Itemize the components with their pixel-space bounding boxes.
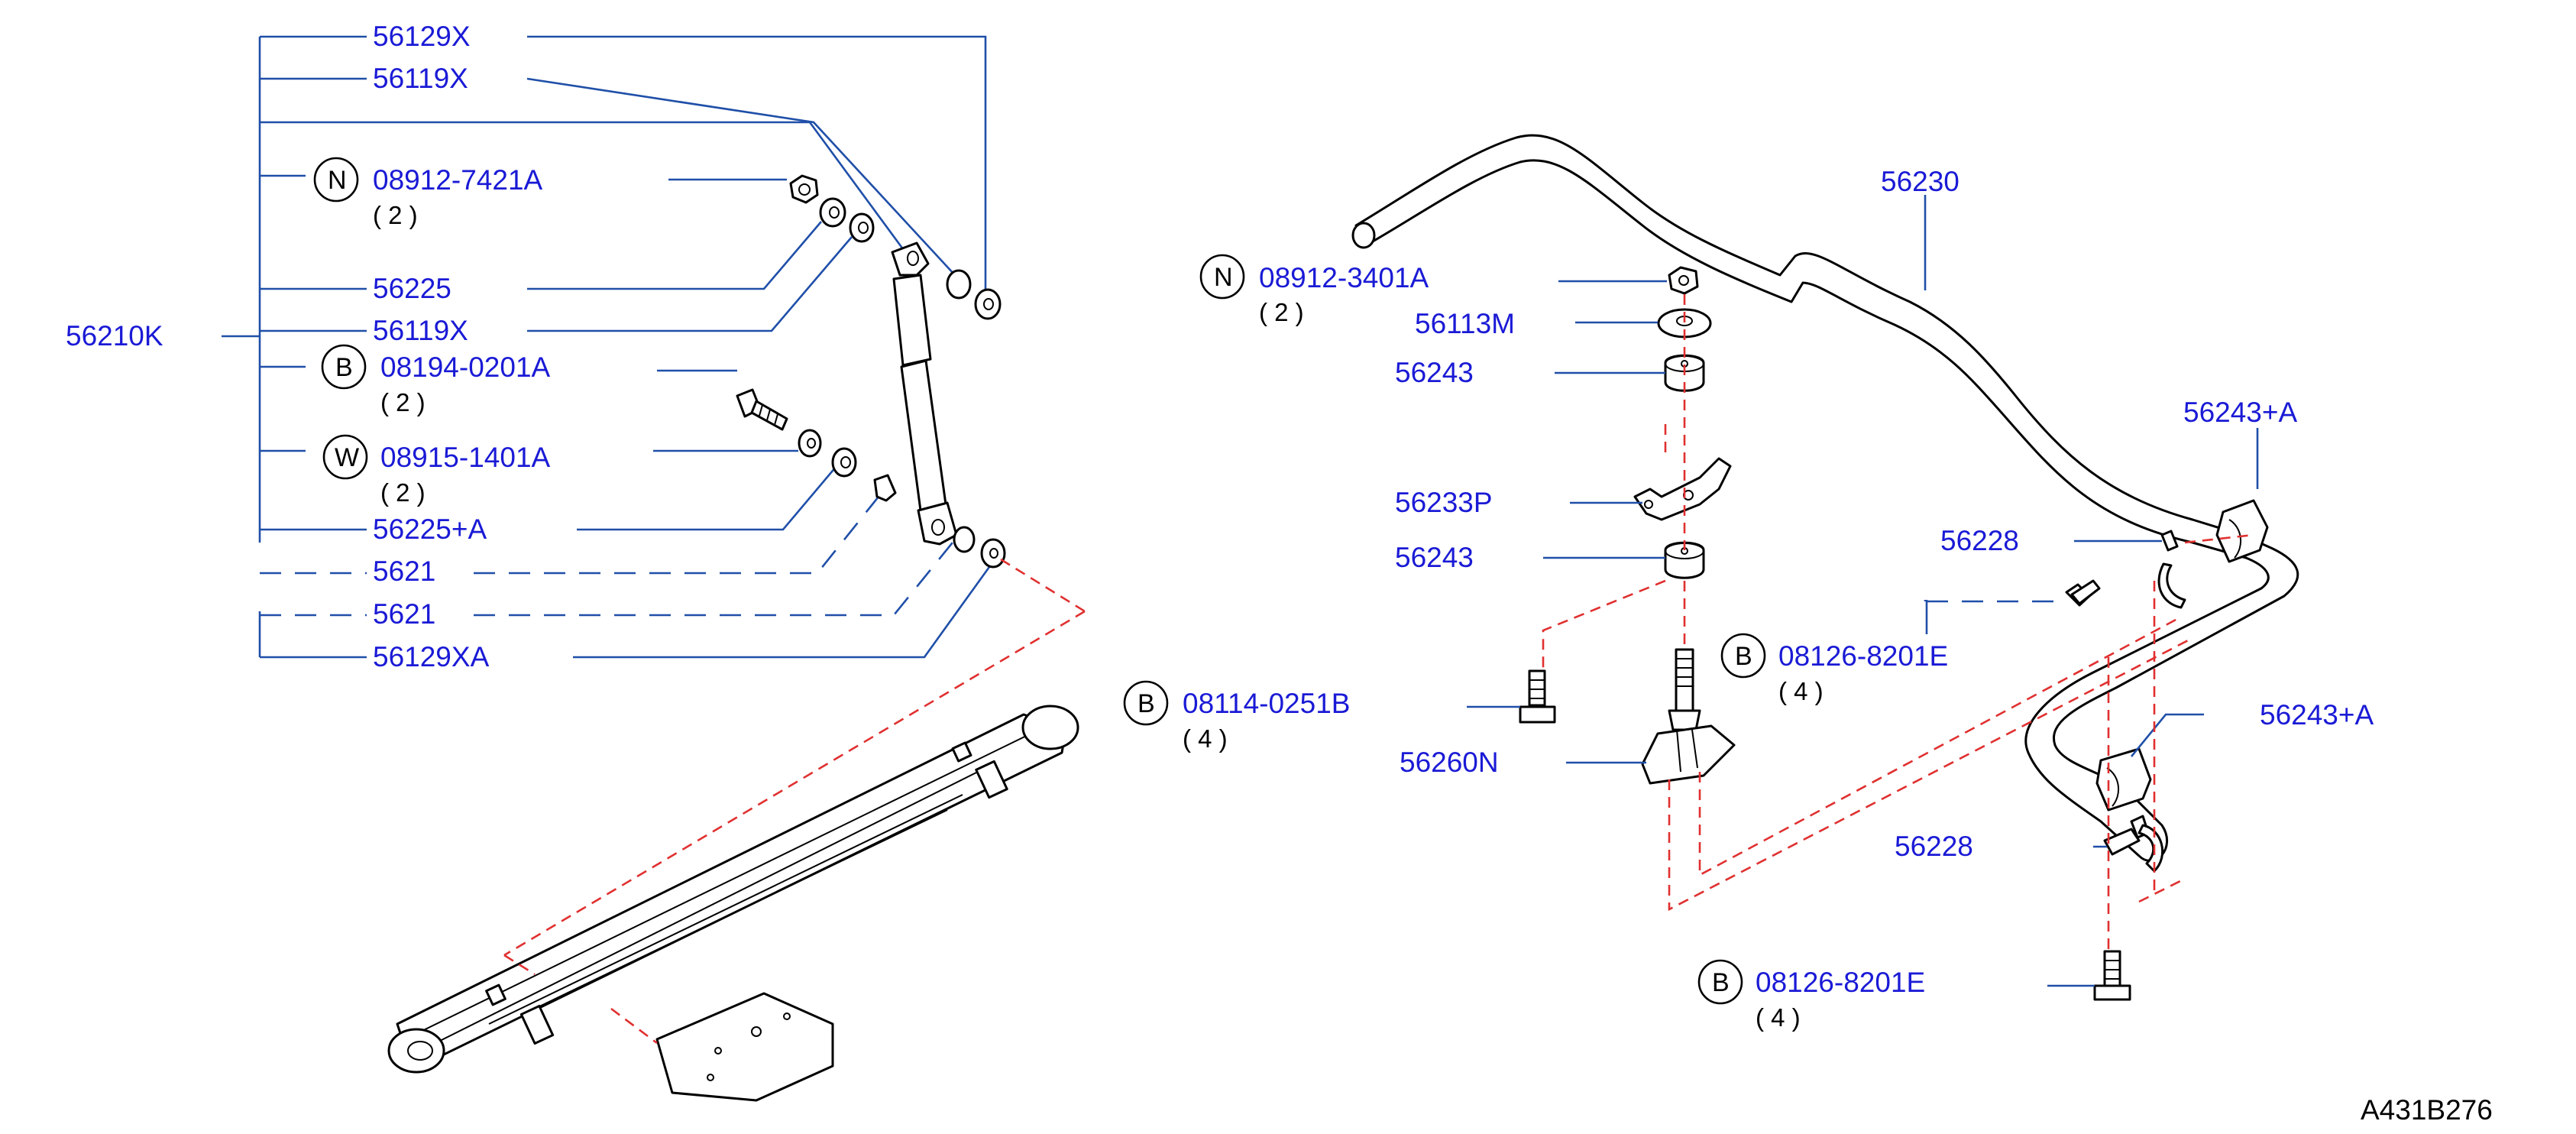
- part-label-b1-code: 08194-0201A: [380, 352, 551, 383]
- part-qty-b4: ( 4 ): [1756, 1003, 1801, 1032]
- part-qty-n2: ( 2 ): [1259, 298, 1304, 326]
- part-label-56230: 56230: [1881, 166, 1960, 197]
- bar-bushings: [2095, 499, 2269, 812]
- washer-symbol-letter: W: [335, 443, 359, 472]
- part-label-5621-a: 5621: [373, 556, 435, 587]
- part-label-56243: 56243: [1395, 357, 1474, 388]
- part-label-56228-bot: 56228: [1895, 831, 1973, 862]
- nut-symbol-circle-right: [1199, 254, 1245, 300]
- part-label-n1-code: 08912-7421A: [373, 164, 543, 196]
- part-label-56113m: 56113M: [1415, 308, 1515, 339]
- leaf-spring: [387, 705, 1079, 1102]
- part-label-56129xa: 56129XA: [373, 641, 490, 672]
- part-qty-n1: ( 2 ): [373, 201, 418, 229]
- part-label-56243a-top: 56243+A: [2183, 397, 2297, 428]
- bolt-symbol-circle-b2: [1123, 680, 1169, 726]
- part-label-56243a-bot: 56243+A: [2260, 699, 2374, 731]
- left-phantom-lines: [503, 558, 1086, 1045]
- bar-clamps: [2103, 530, 2186, 873]
- right-part-leaders: [1467, 195, 2259, 987]
- part-label-b3-code: 08126-8201E: [1778, 640, 1948, 672]
- left-labels: 56129X 56119X N 08912-7421A ( 2 ) 56225 …: [66, 21, 551, 672]
- part-label-56260n: 56260N: [1400, 747, 1499, 778]
- part-qty-w1: ( 2 ): [380, 478, 426, 507]
- bolt-symbol-letter-b2: B: [1138, 689, 1155, 718]
- washer-symbol-circle: [322, 434, 368, 480]
- part-label-n2-code: 08912-3401A: [1259, 262, 1429, 293]
- part-label-5621-b: 5621: [373, 598, 435, 630]
- part-label-b2-code: 08114-0251B: [1183, 688, 1350, 719]
- stabilizer-bar: [1351, 134, 2299, 862]
- part-label-56225a: 56225+A: [373, 514, 487, 545]
- nut-symbol-letter-right: N: [1214, 263, 1233, 292]
- part-qty-b2: ( 4 ): [1183, 724, 1228, 753]
- shock-absorber-assembly: [736, 174, 1006, 569]
- part-qty-b1: ( 2 ): [380, 388, 426, 416]
- part-label-56228-top: 56228: [1940, 525, 2019, 556]
- nut-symbol-circle: [313, 157, 359, 202]
- right-phantom-lines: [1542, 294, 2254, 951]
- part-label-b4-code: 08126-8201E: [1756, 967, 1925, 998]
- bolt-symbol-circle-b4: [1697, 959, 1743, 1005]
- part-label-w1-code: 08915-1401A: [380, 442, 551, 473]
- bolt-symbol-circle: [321, 344, 367, 390]
- bolt-symbol-letter: B: [335, 353, 353, 382]
- part-label-56129x: 56129X: [373, 21, 471, 52]
- left-part-leaders: [474, 35, 995, 659]
- part-label-56119x-mid: 56119X: [373, 315, 468, 346]
- nut-symbol-letter: N: [328, 166, 347, 195]
- right-labels: N 08912-3401A ( 2 ) 56113M 56243 56233P …: [1123, 166, 2374, 1032]
- diagram-reference-code: A431B276: [2361, 1094, 2493, 1126]
- part-label-56119x-top: 56119X: [373, 63, 468, 94]
- link-stack-parts: [1519, 266, 2131, 1001]
- part-qty-b3: ( 4 ): [1778, 677, 1824, 705]
- part-label-56233p: 56233P: [1395, 487, 1493, 518]
- bolt-symbol-circle-b3: [1720, 633, 1766, 679]
- part-label-56225: 56225: [373, 273, 451, 304]
- left-bracket-leaders: [222, 35, 810, 659]
- bolt-symbol-letter-b3: B: [1735, 642, 1752, 671]
- part-label-56210k: 56210K: [66, 320, 163, 352]
- part-label-56243-lower: 56243: [1395, 542, 1474, 573]
- bolt-symbol-letter-b4: B: [1712, 968, 1730, 997]
